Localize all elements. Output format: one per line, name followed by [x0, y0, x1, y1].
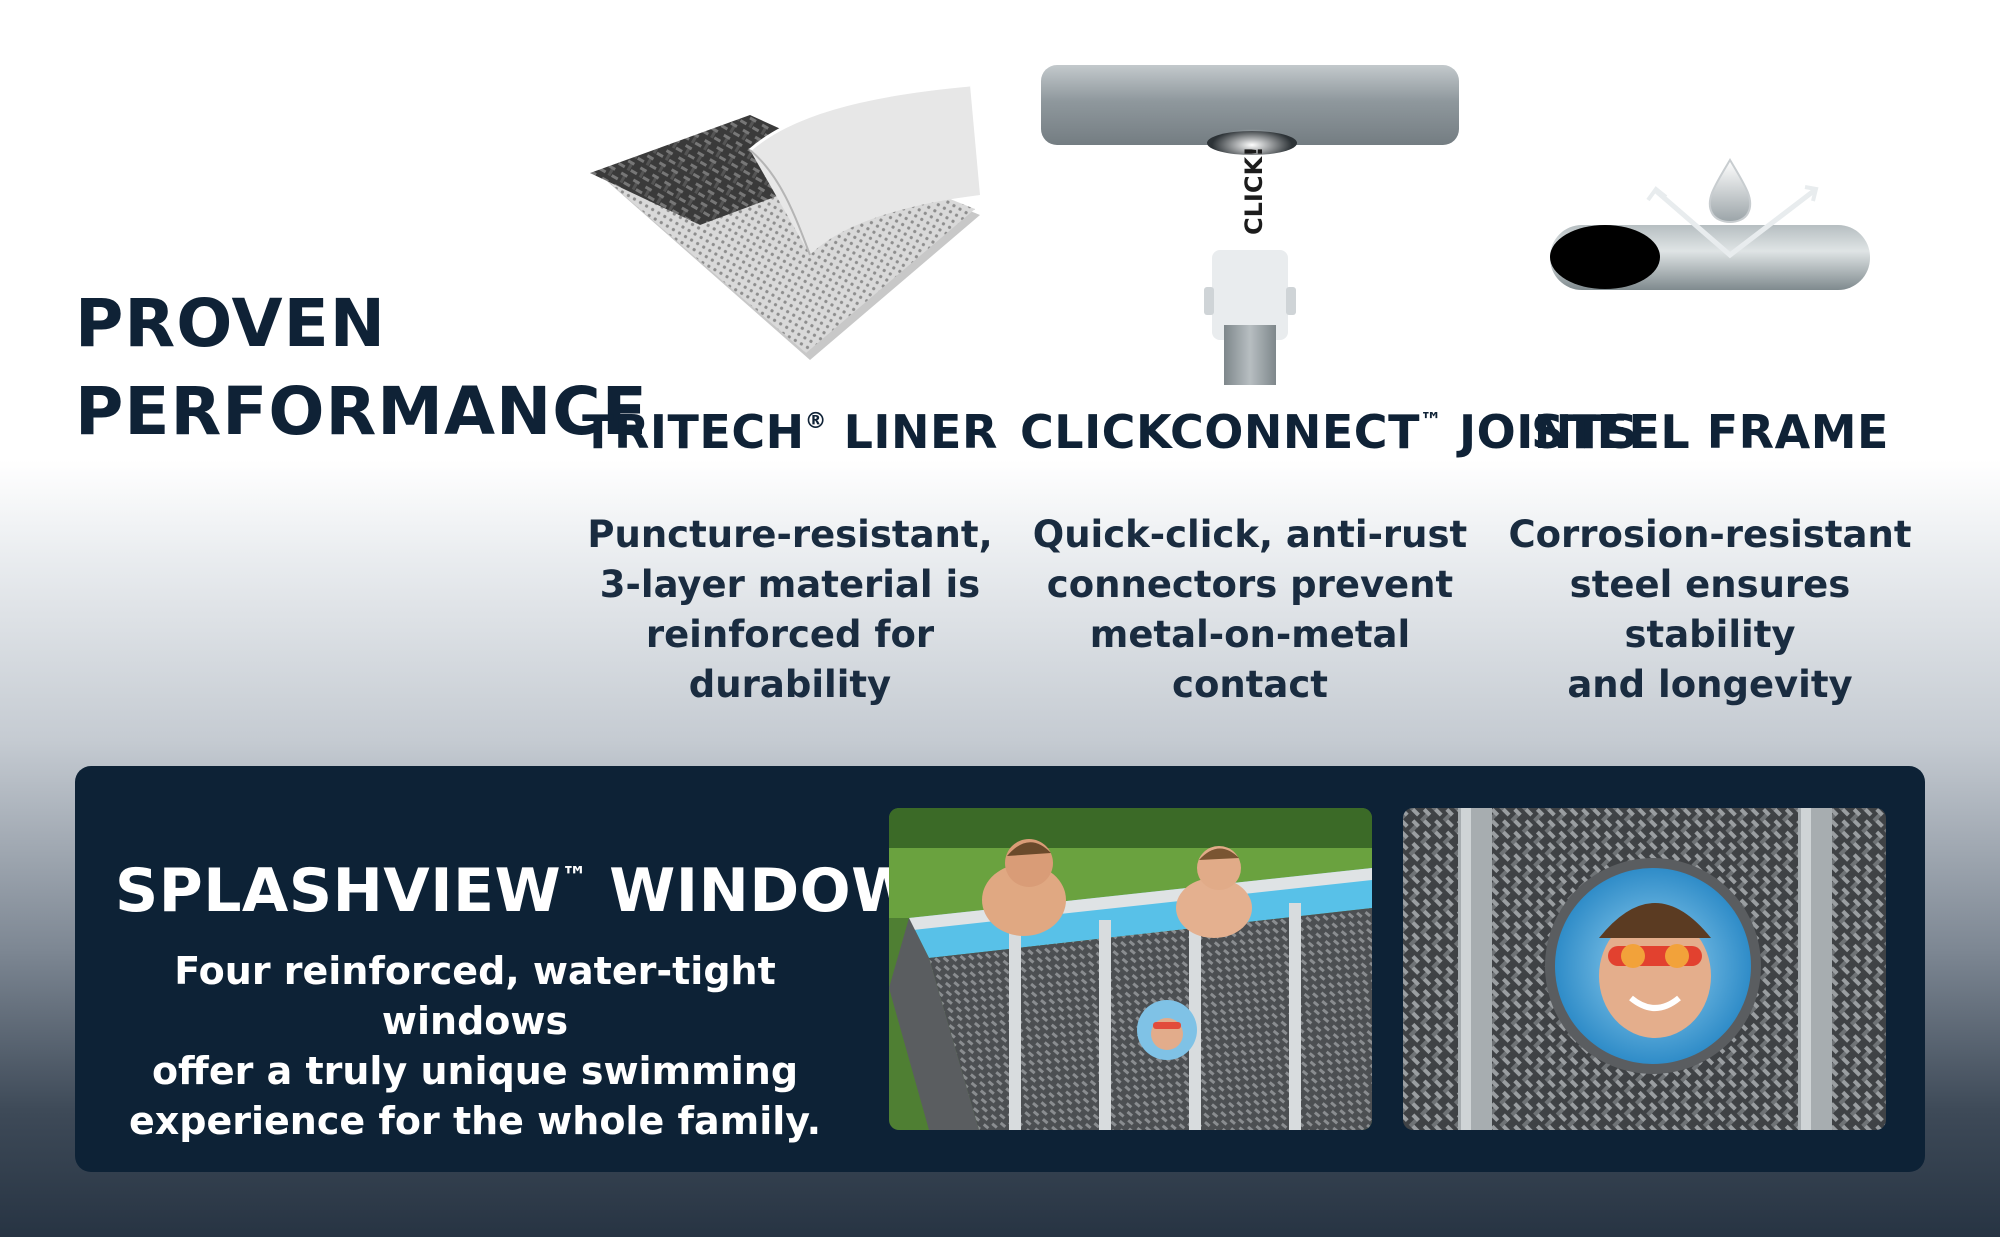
click-label: CLICK! — [1240, 146, 1268, 235]
trademark-mark: ™ — [561, 862, 588, 892]
registered-mark: ® — [804, 409, 828, 434]
feature-description: Puncture-resistant, 3-layer material is … — [587, 513, 993, 706]
feature-title: TRITECH® LINER — [582, 405, 998, 459]
pool-family-photo — [889, 808, 1372, 1130]
feature-tritech-liner: TRITECH® LINER Puncture-resistant, 3-lay… — [560, 55, 1020, 706]
steel-pipe-icon — [1480, 55, 1940, 385]
click-joint-icon: CLICK! — [1020, 55, 1480, 385]
headline-line-1: PROVEN — [75, 285, 386, 362]
headline-line-2: PERFORMANCE — [75, 373, 648, 450]
liner-layers-icon — [560, 55, 1020, 385]
splashview-title: SPLASHVIEW™ WINDOWS — [115, 856, 962, 926]
trademark-mark: ™ — [1419, 409, 1443, 434]
feature-clickconnect-joints: CLICK! CLICKCONNECT™ JOINTS Quick-click,… — [1020, 55, 1638, 706]
feature-title: CLICKCONNECT™ JOINTS — [1020, 405, 1639, 459]
feature-description: Corrosion-resistant steel ensures stabil… — [1508, 513, 1912, 706]
feature-title: STEEL FRAME — [1531, 405, 1889, 459]
page-headline: PROVEN PERFORMANCE — [75, 280, 648, 456]
feature-description: Quick-click, anti-rust connectors preven… — [1032, 513, 1468, 706]
splashview-description: Four reinforced, water-tight windows off… — [128, 949, 822, 1143]
window-closeup-photo — [1403, 808, 1886, 1130]
feature-steel-frame: STEEL FRAME Corrosion-resistant steel en… — [1480, 55, 1940, 706]
splashview-panel: SPLASHVIEW™ WINDOWS Four reinforced, wat… — [75, 766, 1925, 1172]
